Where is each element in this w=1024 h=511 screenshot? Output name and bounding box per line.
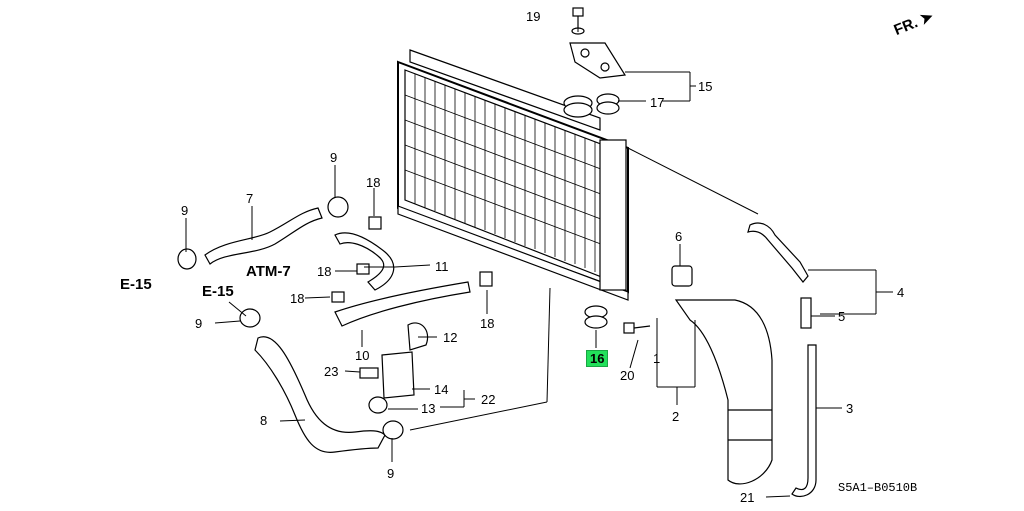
hose-clip	[331, 216, 493, 303]
callout-22: 22	[481, 392, 496, 407]
callout-15: 15	[698, 79, 713, 94]
callout-19: 19	[526, 9, 541, 24]
lower-radiator-hose	[254, 336, 386, 453]
callout-17: 17	[650, 95, 665, 110]
reserve-tank-cap	[671, 265, 693, 287]
callout-1: 1	[653, 351, 661, 366]
callout-9-bottom: 9	[387, 466, 395, 481]
hose-10	[334, 281, 471, 327]
callout-8: 8	[260, 413, 268, 428]
callout-2: 2	[672, 409, 680, 424]
upper-radiator-hose	[204, 207, 323, 265]
leader-lines	[185, 24, 893, 498]
ref-e15-left: E-15	[120, 276, 152, 293]
callout-18-low: 18	[290, 291, 305, 306]
callout-6: 6	[675, 229, 683, 244]
diagram-code: S5A1–B0510B	[838, 481, 918, 495]
callout-14: 14	[434, 382, 449, 397]
callout-18-top: 18	[366, 175, 381, 190]
callout-5: 5	[838, 309, 846, 324]
callout-9-mid: 9	[195, 316, 203, 331]
bolt-20	[623, 322, 651, 334]
callout-9-left: 9	[181, 203, 189, 218]
upper-mount-bracket	[569, 42, 627, 79]
ref-e15-mid: E-15	[202, 283, 234, 300]
clip-5	[800, 297, 812, 329]
overflow-hose	[747, 222, 809, 283]
callout-11: 11	[435, 259, 449, 274]
radiator-cap	[563, 95, 593, 118]
hose-bracket	[359, 322, 429, 414]
callout-18-mid: 18	[317, 264, 332, 279]
hose-11	[334, 232, 395, 291]
callout-4: 4	[897, 285, 905, 300]
callout-16-highlighted[interactable]: 16	[586, 350, 609, 367]
lower-mount-cushion-16	[584, 305, 608, 329]
reserve-tank	[674, 299, 773, 485]
callout-12: 12	[443, 330, 458, 345]
callout-20: 20	[620, 368, 635, 383]
callout-3: 3	[846, 401, 854, 416]
mount-cushion-17	[596, 93, 620, 115]
callout-7: 7	[246, 191, 254, 206]
callout-10: 10	[355, 348, 370, 363]
callout-18-right: 18	[480, 316, 495, 331]
callout-21: 21	[740, 490, 755, 505]
ref-atm7: ATM-7	[246, 263, 291, 280]
hose-clamp	[177, 196, 404, 440]
callout-13: 13	[421, 401, 436, 416]
drain-hose	[791, 344, 817, 498]
callout-23: 23	[324, 364, 339, 379]
radiator-core	[397, 49, 629, 301]
callout-9-top: 9	[330, 150, 338, 165]
